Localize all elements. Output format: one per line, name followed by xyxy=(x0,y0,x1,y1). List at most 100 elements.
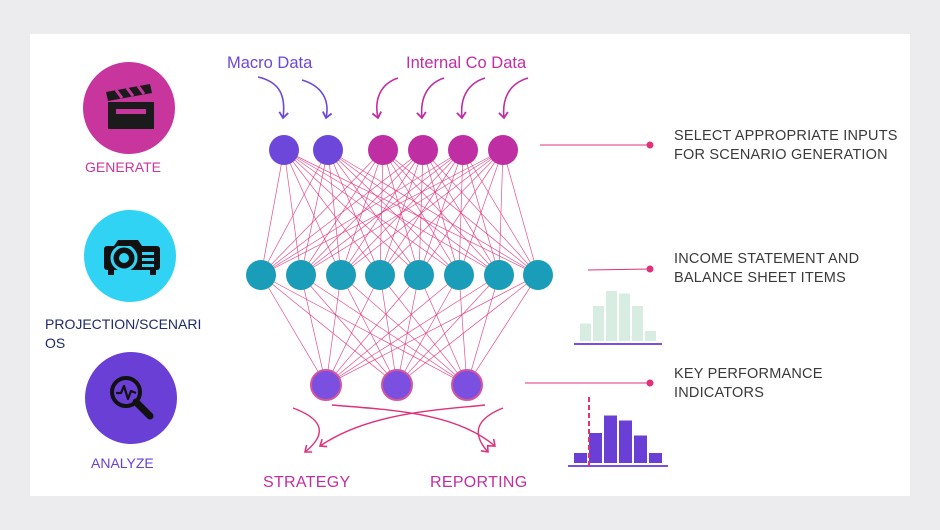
projection-step xyxy=(84,210,176,302)
network-nodes xyxy=(246,135,553,401)
statement-node xyxy=(404,260,434,290)
histogram-bar xyxy=(619,293,630,341)
edge-mid-2-kpi-2 xyxy=(340,274,468,386)
edge-in-1-mid-2 xyxy=(327,149,342,276)
edge-in-5-mid-2 xyxy=(340,149,504,276)
edge-mid-0-kpi-1 xyxy=(260,274,398,386)
macro-input-node xyxy=(313,135,343,165)
edge-in-0-mid-5 xyxy=(283,149,460,276)
edge-mid-7-kpi-2 xyxy=(466,274,539,386)
projection-label: PROJECTION/SCENARI OS xyxy=(45,315,201,353)
internal-data-label: Internal Co Data xyxy=(406,54,527,72)
edge-in-0-mid-4 xyxy=(283,149,420,276)
edge-in-0-mid-6 xyxy=(283,149,500,276)
histogram-bar xyxy=(580,323,591,341)
edge-mid-4-kpi-2 xyxy=(418,274,468,386)
statement-node xyxy=(286,260,316,290)
source-arrows xyxy=(257,76,529,120)
edge-in-2-mid-0 xyxy=(260,149,384,276)
note-pointers xyxy=(525,141,654,387)
histogram-bar xyxy=(604,415,617,463)
edge-in-0-mid-0 xyxy=(260,149,285,276)
edge-in-1-mid-4 xyxy=(327,149,420,276)
histogram-bar xyxy=(606,291,617,341)
macro-data-label: Macro Data xyxy=(227,54,313,72)
edge-mid-4-kpi-1 xyxy=(396,274,420,386)
network-connections xyxy=(260,149,539,386)
kpis-histogram xyxy=(568,397,668,467)
statement-node xyxy=(484,260,514,290)
histogram-bar xyxy=(632,306,643,341)
analyze-circle xyxy=(85,352,177,444)
statement-node xyxy=(365,260,395,290)
edge-mid-1-kpi-0 xyxy=(300,274,327,386)
kpi-node xyxy=(451,369,483,401)
edge-mid-4-kpi-0 xyxy=(325,274,420,386)
edge-in-0-mid-1 xyxy=(283,149,302,276)
edge-mid-6-kpi-2 xyxy=(466,274,500,386)
projector-icon xyxy=(104,240,160,275)
edge-in-4-mid-0 xyxy=(260,149,464,276)
edge-mid-6-kpi-1 xyxy=(396,274,500,386)
edge-in-2-mid-7 xyxy=(382,149,539,276)
strategy-cross-arrow xyxy=(318,404,486,448)
projection-label-line1: PROJECTION/SCENARI xyxy=(45,316,202,332)
reporting-arrow-curve xyxy=(477,407,504,453)
inputs-note-line2: FOR SCENARIO GENERATION xyxy=(674,147,888,163)
internal-input-node xyxy=(448,135,478,165)
statements-note-line1: INCOME STATEMENT AND xyxy=(674,251,860,267)
statements-note: INCOME STATEMENT AND BALANCE SHEET ITEMS xyxy=(674,250,859,288)
strategy-label: STRATEGY xyxy=(263,474,351,491)
edge-in-1-mid-5 xyxy=(327,149,460,276)
internal-arrow-3 xyxy=(456,77,486,120)
edge-mid-0-kpi-0 xyxy=(260,274,327,386)
edge-in-0-mid-3 xyxy=(283,149,381,276)
edge-in-5-mid-5 xyxy=(458,149,504,276)
statements-note-line2: BALANCE SHEET ITEMS xyxy=(674,270,846,286)
edge-in-3-mid-0 xyxy=(260,149,424,276)
edge-mid-1-kpi-2 xyxy=(300,274,468,386)
edge-in-3-mid-4 xyxy=(418,149,424,276)
edge-mid-5-kpi-0 xyxy=(325,274,460,386)
edge-in-5-mid-3 xyxy=(379,149,504,276)
edge-in-1-mid-6 xyxy=(327,149,500,276)
edge-in-3-mid-7 xyxy=(422,149,539,276)
edge-in-1-mid-3 xyxy=(327,149,381,276)
edge-mid-7-kpi-0 xyxy=(325,274,539,386)
edge-in-0-mid-2 xyxy=(283,149,342,276)
kpis-note-line2: INDICATORS xyxy=(674,385,765,401)
edge-in-1-mid-0 xyxy=(260,149,329,276)
edge-mid-2-kpi-0 xyxy=(325,274,342,386)
generate-label: GENERATE xyxy=(85,159,161,175)
internal-input-node xyxy=(368,135,398,165)
histogram-bar xyxy=(649,453,662,463)
edge-in-5-mid-0 xyxy=(260,149,504,276)
internal-arrow-2 xyxy=(416,77,445,120)
edge-in-5-mid-7 xyxy=(502,149,539,276)
histogram-bar xyxy=(645,331,656,341)
output-arrows xyxy=(292,404,504,453)
edge-in-0-mid-7 xyxy=(283,149,539,276)
statement-node xyxy=(326,260,356,290)
edge-in-5-mid-1 xyxy=(300,149,504,276)
macro-arrow-1 xyxy=(257,76,289,120)
edge-mid-3-kpi-2 xyxy=(379,274,468,386)
kpi-node xyxy=(310,369,342,401)
kpis-note-line1: KEY PERFORMANCE xyxy=(674,366,823,382)
edge-mid-6-kpi-0 xyxy=(325,274,500,386)
kpi-node xyxy=(381,369,413,401)
analyze-step xyxy=(85,352,177,444)
edge-in-5-mid-6 xyxy=(498,149,504,276)
histogram-bar xyxy=(574,453,587,463)
histogram-bar xyxy=(634,435,647,463)
strategy-arrow-curve xyxy=(292,407,320,453)
histogram-bar xyxy=(589,433,602,463)
edge-mid-5-kpi-2 xyxy=(458,274,468,386)
statement-node xyxy=(523,260,553,290)
internal-input-node xyxy=(408,135,438,165)
reporting-cross-arrow xyxy=(331,404,496,447)
kpis-pointer-dot xyxy=(646,379,654,387)
edge-mid-3-kpi-1 xyxy=(379,274,398,386)
